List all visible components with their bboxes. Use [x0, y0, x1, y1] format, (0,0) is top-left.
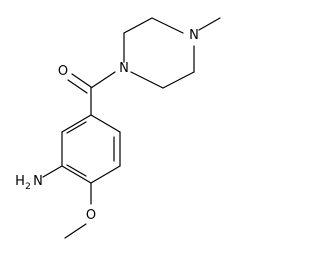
- bond-pip-5: [162, 71, 195, 89]
- bond-c-nh2: [42, 165, 63, 178]
- atom-amine-h: H: [15, 174, 25, 189]
- bond-c-n-amide: [90, 71, 116, 89]
- bond-ar-4: [61, 165, 92, 184]
- bond-carbonyl-2: [67, 79, 88, 94]
- bond-ar-1: [90, 114, 121, 133]
- bond-ar-6: [61, 114, 92, 133]
- bond-n-methyl: [198, 17, 221, 31]
- bond-pip-2: [123, 17, 153, 34]
- bond-pip-6: [130, 71, 164, 89]
- atom-oxygen-methoxy: O: [86, 208, 96, 223]
- atom-amine-subscript: 2: [25, 182, 31, 192]
- bond-ar-3: [90, 165, 121, 184]
- atom-nitrogen-amide: N: [119, 61, 129, 76]
- atom-amine-n: N: [33, 174, 43, 189]
- molecule-diagram: O N N H 2 N O: [15, 17, 221, 239]
- atom-oxygen-carbonyl: O: [58, 64, 68, 79]
- bond-ar-inner-2: [66, 164, 87, 177]
- bond-pip-3: [151, 17, 184, 34]
- bond-ar-inner-3: [66, 121, 87, 134]
- bond-o-ch3: [64, 223, 87, 239]
- atom-nitrogen-methyl: N: [189, 28, 199, 43]
- bond-carbonyl-1: [71, 73, 92, 88]
